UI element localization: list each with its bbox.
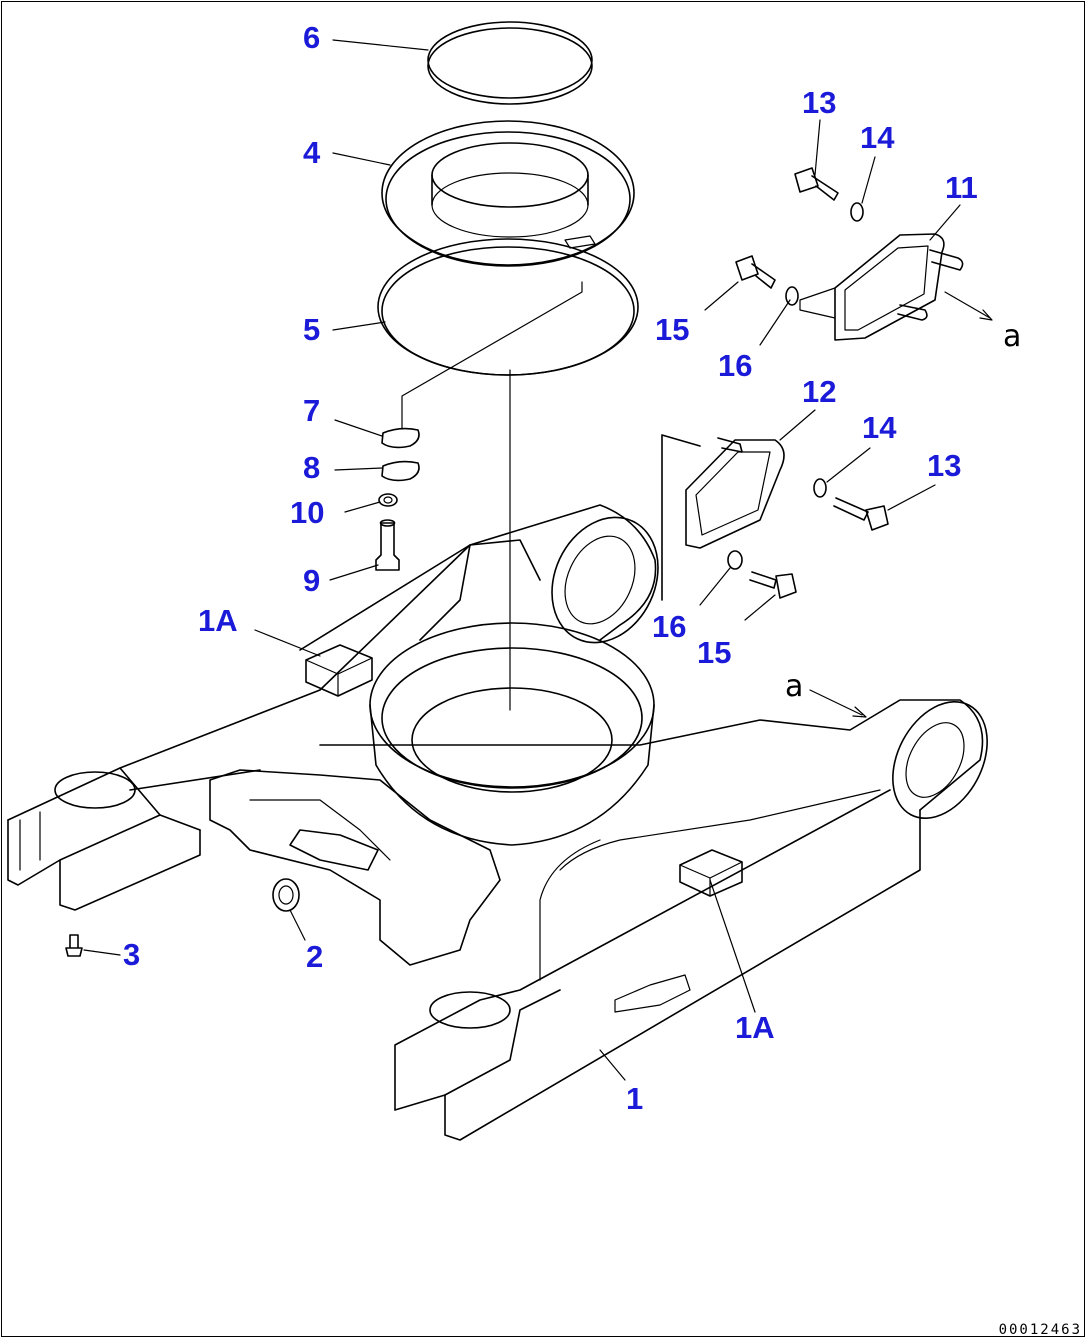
part-14-washer-lower (813, 478, 827, 498)
callout-8: 8 (303, 450, 321, 485)
callout-15-lower: 15 (697, 635, 732, 670)
part-15-bolt-upper (735, 255, 776, 289)
callout-16-lower: 16 (652, 609, 687, 644)
drawing-number: 00012463 (998, 1322, 1082, 1338)
callout-15-upper: 15 (655, 312, 690, 347)
callout-10: 10 (290, 495, 325, 530)
callout-2: 2 (306, 939, 324, 974)
view-marker-a-lower: a (785, 669, 804, 704)
callout-4: 4 (303, 135, 321, 170)
part-13-bolt-lower (833, 497, 889, 531)
callout-6: 6 (303, 20, 321, 55)
callout-leaders (83, 39, 961, 1081)
view-arrow-upper (944, 291, 993, 321)
callout-1A-right: 1A (735, 1010, 775, 1045)
callout-13-lower: 13 (927, 448, 962, 483)
part-15-bolt-lower (749, 571, 797, 599)
callout-14-upper: 14 (860, 120, 895, 155)
part-13-bolt-upper (794, 167, 839, 201)
callout-5: 5 (303, 312, 321, 347)
part-14-washer-upper (850, 202, 864, 222)
part-16-washer-lower (727, 550, 743, 570)
part-4-seal (381, 120, 635, 267)
callout-12: 12 (802, 374, 837, 409)
callout-9: 9 (303, 563, 321, 598)
callout-16-upper: 16 (718, 348, 753, 383)
part-12-cover (661, 434, 785, 601)
part-10-washer (378, 493, 398, 507)
assembly-leader (401, 281, 583, 429)
callout-3: 3 (123, 937, 141, 972)
part-7-plate (381, 427, 420, 449)
part-6-ring (427, 21, 593, 105)
callout-1A-left: 1A (198, 603, 238, 638)
callout-7: 7 (303, 393, 321, 428)
callout-1: 1 (626, 1081, 644, 1116)
part-8-plate (381, 460, 420, 482)
callout-11: 11 (945, 170, 978, 205)
view-marker-a-upper: a (1003, 319, 1022, 354)
callout-14-lower: 14 (862, 410, 897, 445)
part-9-fitting (375, 519, 400, 571)
part-5-o-ring (377, 238, 639, 376)
part-16-washer-upper (785, 286, 799, 306)
part-1-track-frame (7, 504, 988, 1141)
part-11-cover (799, 233, 964, 341)
callout-13-upper: 13 (802, 85, 837, 120)
